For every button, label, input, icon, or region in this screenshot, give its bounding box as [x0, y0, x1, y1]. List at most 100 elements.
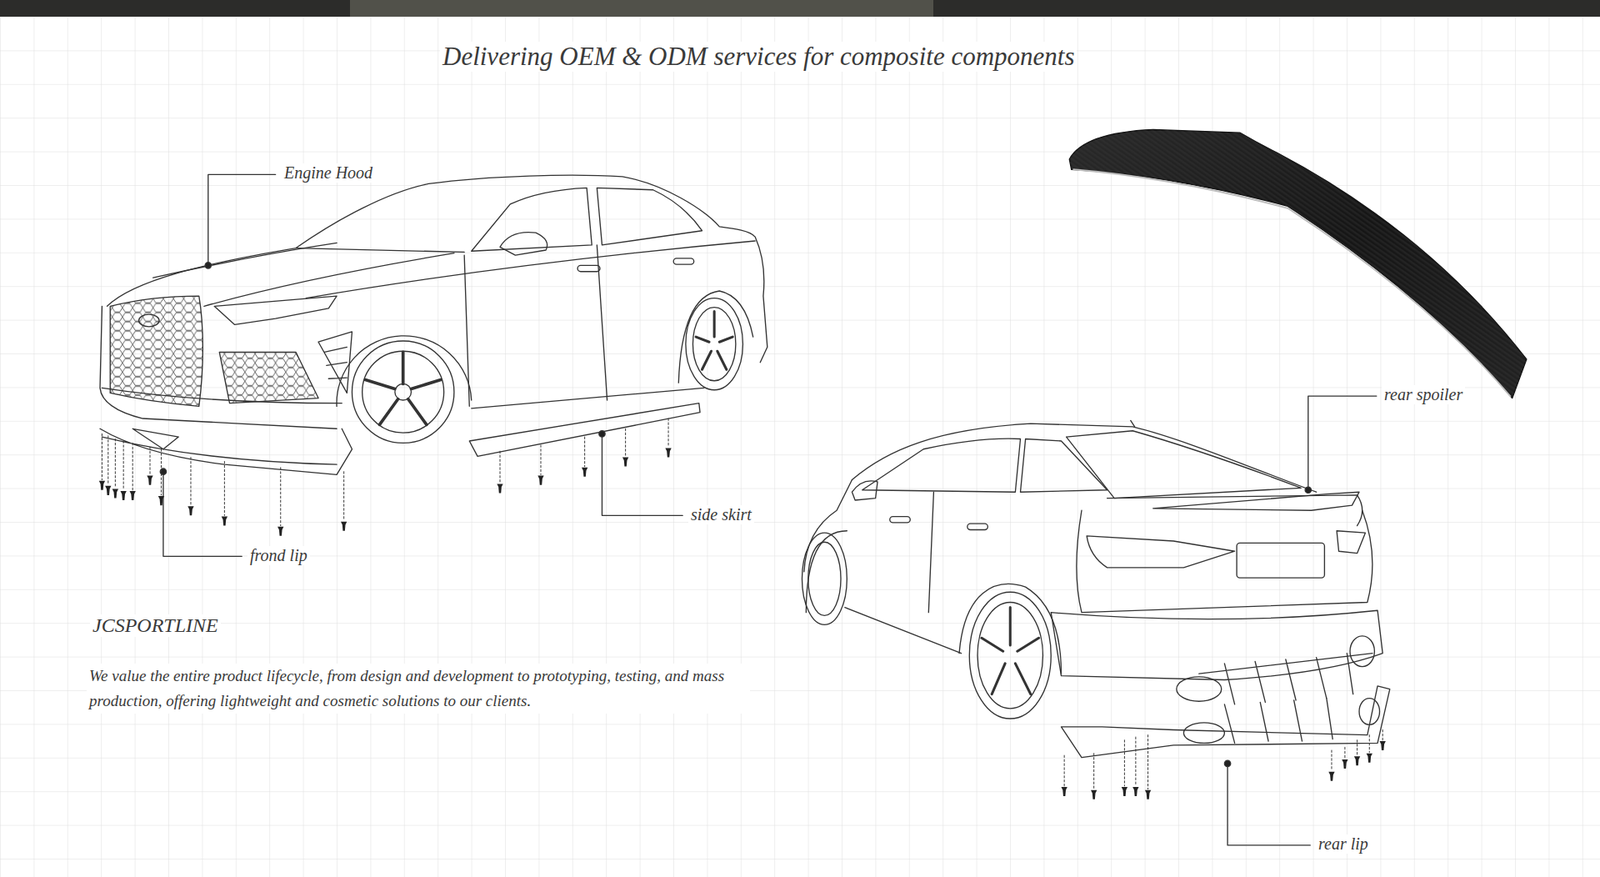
wheel [351, 340, 454, 443]
front-bumper [100, 305, 342, 429]
wheel-spoke [695, 310, 733, 370]
diffuser-fin [1199, 653, 1373, 705]
bolt [1328, 750, 1335, 781]
bolt-guide [1093, 753, 1095, 790]
part-label: Engine Hood [281, 163, 375, 183]
front-lip-part [100, 428, 352, 475]
spoiler-weave [1069, 130, 1527, 399]
taillight [1336, 530, 1365, 554]
bolt-guide [584, 436, 585, 467]
bolt [146, 446, 153, 485]
bolt-screw [1132, 786, 1139, 796]
door-handle [577, 265, 600, 271]
door-handle [967, 523, 988, 530]
bolt [221, 460, 228, 525]
rear-lip-part [1060, 685, 1390, 758]
bolt [105, 435, 111, 495]
bolt-guide [107, 435, 109, 485]
bolt-screw [1354, 755, 1360, 765]
bolt-guide [115, 439, 116, 489]
bolt-screw [1366, 753, 1373, 763]
diffuser-fin [1224, 698, 1333, 744]
bolt-guide [224, 460, 225, 515]
bolt-guide [500, 450, 501, 483]
spoiler-on-car [1153, 491, 1360, 510]
wheel-spoke [981, 607, 1040, 695]
sill [471, 387, 705, 408]
bolt-screw [105, 485, 111, 495]
bolt-screw [158, 495, 165, 505]
bolt-guide [668, 418, 670, 447]
bolt-guide [101, 433, 103, 480]
bolt-screw [1145, 790, 1151, 800]
wheel-hub [395, 383, 412, 400]
bolt-guide [132, 442, 134, 490]
bolt-guide [343, 471, 345, 521]
bolt [1090, 753, 1097, 800]
bolt-screw [1060, 786, 1067, 796]
leader-line [1308, 395, 1377, 490]
bolt [496, 450, 503, 493]
bolt [130, 442, 136, 500]
brand-name: JCSPORTLINE [90, 614, 221, 637]
door-handle [673, 258, 694, 265]
spoiler-photo [1069, 130, 1527, 399]
car-drawings [99, 130, 1527, 845]
bolt-guide [150, 446, 151, 475]
bolt [1060, 755, 1067, 796]
door-handle [890, 516, 910, 523]
car-body [107, 175, 768, 362]
bolt [158, 449, 165, 505]
bolt-guide [1064, 755, 1065, 786]
license-plate [1236, 542, 1325, 578]
bolt-screw [665, 448, 671, 458]
bolt-guide [1382, 730, 1384, 740]
exhaust [1183, 722, 1225, 743]
bolt [1341, 746, 1348, 769]
bolt-screw [1090, 790, 1097, 800]
bolt-guide [540, 445, 541, 475]
mirror [851, 480, 878, 500]
bolt-guide [625, 428, 626, 456]
headlight [214, 295, 337, 325]
bolt [187, 457, 194, 516]
bolt-screw [1121, 786, 1128, 796]
vent [318, 331, 352, 393]
bolt-screw [581, 467, 588, 477]
rear-bumper [1050, 610, 1383, 680]
wheel-spoke [365, 351, 441, 425]
wheel-rim [977, 601, 1043, 708]
leader-dot [205, 262, 211, 269]
spoiler-edge [1073, 169, 1510, 396]
logo [139, 314, 160, 327]
top-band [0, 0, 1600, 17]
wheel [969, 591, 1051, 719]
bolt-screw [1380, 740, 1386, 750]
car-body [295, 248, 465, 253]
sill [845, 607, 962, 654]
leader-dot [599, 430, 605, 437]
taillight [1086, 535, 1235, 568]
bolt [1366, 735, 1373, 763]
car-window [471, 187, 592, 251]
bolt-screw [99, 480, 105, 490]
bolt-guide [280, 467, 281, 526]
leader-line [1227, 763, 1310, 845]
car-window [862, 438, 1021, 492]
canard [132, 428, 179, 449]
side-intake [219, 351, 319, 403]
exhaust [1359, 698, 1380, 725]
bolt [1380, 730, 1386, 750]
bolt-screw [340, 521, 347, 531]
page-title: Delivering OEM & ODM services for compos… [440, 41, 1077, 72]
bolt-screw [187, 505, 194, 515]
bolt [665, 418, 671, 458]
bolt [99, 433, 105, 490]
bolt-guide [123, 440, 125, 490]
mirror [500, 232, 548, 255]
leader-line [208, 174, 276, 265]
bolt-guide [1147, 735, 1149, 790]
wheel [801, 532, 847, 625]
